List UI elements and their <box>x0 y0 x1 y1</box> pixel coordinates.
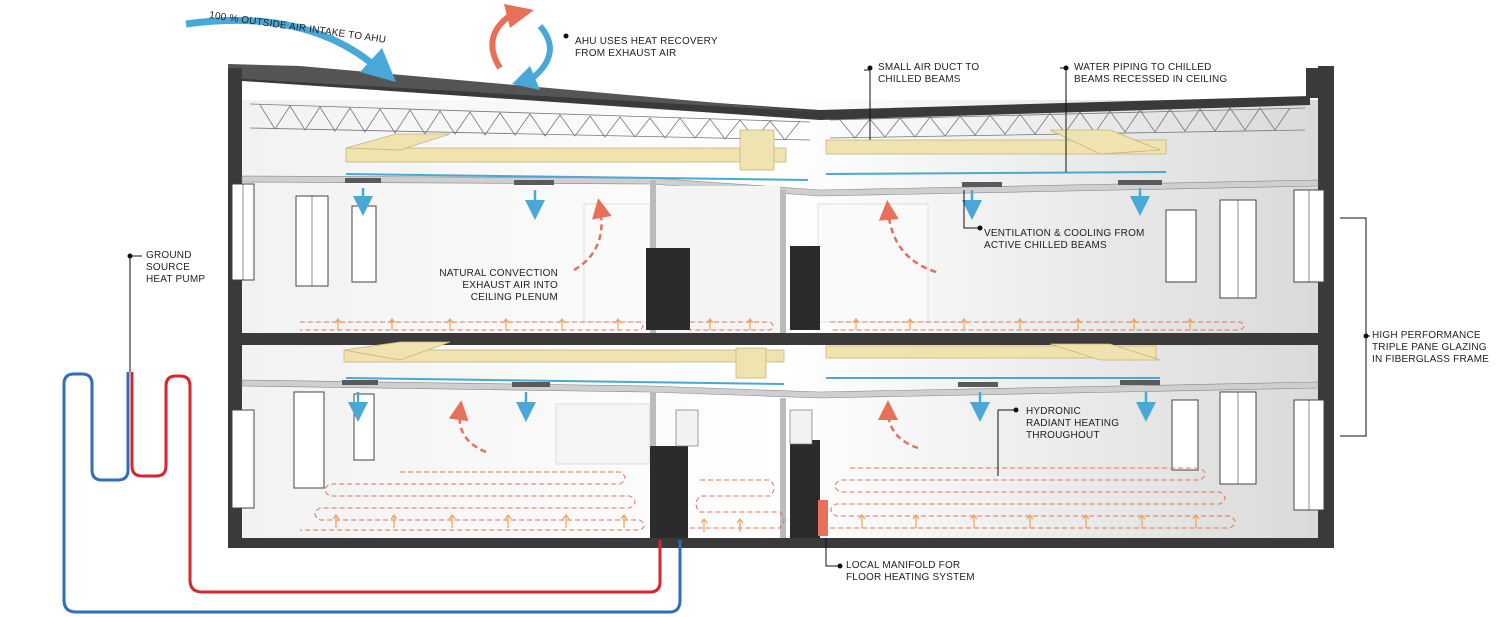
label-water-piping: WATER PIPING TO CHILLED BEAMS RECESSED I… <box>1074 62 1227 86</box>
heat-recovery-icon <box>489 4 553 90</box>
label-natural-convection: NATURAL CONVECTION EXHAUST AIR INTO CEIL… <box>428 268 558 304</box>
label-ahu-line1: AHU USES HEAT RECOVERY <box>575 36 718 47</box>
label-hydronic-radiant: HYDRONIC RADIANT HEATING THROUGHOUT <box>1026 406 1119 442</box>
label-radiant-line2: RADIANT HEATING <box>1026 418 1120 429</box>
chilled-beams <box>342 178 1162 387</box>
label-heat-recovery: AHU USES HEAT RECOVERY FROM EXHAUST AIR <box>575 36 718 60</box>
label-gshp-line2: SOURCE <box>146 262 190 273</box>
label-small-air-duct: SMALL AIR DUCT TO CHILLED BEAMS <box>878 62 979 86</box>
label-local-manifold: LOCAL MANIFOLD FOR FLOOR HEATING SYSTEM <box>846 560 975 584</box>
floor-heating-manifold <box>818 500 828 536</box>
ground-source-loops <box>62 372 682 614</box>
label-water-line1: WATER PIPING TO CHILLED <box>1074 62 1212 73</box>
label-duct-line1: SMALL AIR DUCT TO <box>878 62 980 73</box>
label-glazing: HIGH PERFORMANCE TRIPLE PANE GLAZING IN … <box>1372 330 1489 366</box>
intake-arrowhead <box>360 48 396 82</box>
supply-air-arrows <box>348 188 1156 422</box>
label-beams-line2: ACTIVE CHILLED BEAMS <box>984 240 1107 251</box>
radiant-heat-arrows <box>332 318 1200 532</box>
label-radiant-line3: THROUGHOUT <box>1026 430 1100 441</box>
label-convection-line1: NATURAL CONVECTION <box>439 268 558 279</box>
radiant-floor-loops <box>300 321 1245 531</box>
windows <box>231 183 1325 511</box>
label-glazing-line3: IN FIBERGLASS FRAME <box>1372 354 1490 365</box>
label-gshp-line3: HEAT PUMP <box>146 274 206 285</box>
ductwork <box>343 129 1167 379</box>
label-convection-line2: EXHAUST AIR INTO <box>462 280 558 291</box>
label-ground-source-heat-pump: GROUND SOURCE HEAT PUMP <box>146 250 205 286</box>
label-ahu-line2: FROM EXHAUST AIR <box>575 48 677 59</box>
label-beams-line1: VENTILATION & COOLING FROM <box>984 228 1145 239</box>
label-manifold-line2: FLOOR HEATING SYSTEM <box>846 572 975 583</box>
outside-air-intake-arrow <box>185 16 373 65</box>
label-water-line2: BEAMS RECESSED IN CEILING <box>1074 74 1228 85</box>
label-glazing-line2: TRIPLE PANE GLAZING <box>1372 342 1487 353</box>
convection-arrows <box>448 198 937 454</box>
label-manifold-line1: LOCAL MANIFOLD FOR <box>846 560 961 571</box>
leader-dots <box>127 33 1369 569</box>
label-duct-line2: CHILLED BEAMS <box>878 74 961 85</box>
chilled-water-piping <box>345 171 1167 385</box>
label-radiant-line1: HYDRONIC <box>1026 406 1081 417</box>
label-glazing-line1: HIGH PERFORMANCE <box>1372 330 1481 341</box>
label-chilled-beams: VENTILATION & COOLING FROM ACTIVE CHILLE… <box>984 228 1145 252</box>
label-convection-line3: CEILING PLENUM <box>470 292 558 303</box>
label-gshp-line1: GROUND <box>146 250 192 261</box>
